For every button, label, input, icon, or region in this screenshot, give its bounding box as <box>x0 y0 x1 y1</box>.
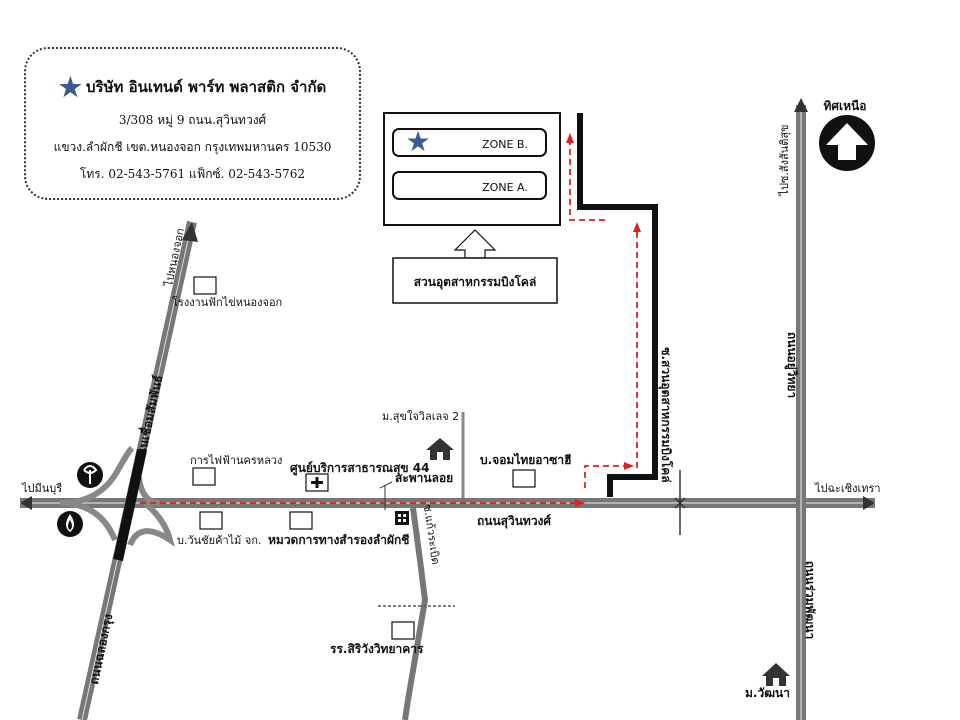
estate-label: สวนอุตสาหกรรมบิงโคล่ <box>414 274 537 290</box>
electricity-box <box>192 467 216 486</box>
landmark-village-watana: ม.วัฒนา <box>745 686 790 700</box>
north-label: ทิศเหนือ <box>824 99 867 113</box>
road-chalong-krung-label: ถนนฉลองกรุง <box>87 612 117 686</box>
soi-estate-road <box>577 113 658 497</box>
highway-dept-box <box>289 511 313 530</box>
company-contact: โทร. 02-543-5761 แฟ็กซ์. 02-543-5762 <box>79 167 306 181</box>
wanchai-box <box>199 511 223 530</box>
bridge-pointer <box>379 481 393 489</box>
bridge-mark <box>674 470 686 535</box>
company-address-2: แขวง.ลำผักชี เขต.หนองจอก กรุงเทพมหานคร 1… <box>53 140 332 154</box>
slaughterhouse-box <box>193 276 217 295</box>
road-soi-kaeo-label: ซ.แก้วระเบิด <box>421 504 442 566</box>
road-ho-chi-minh-label: ถนนอยู่วิทยา <box>784 332 799 398</box>
company-name: บริษัท อินเทนด์ พาร์ท พลาสติก จำกัด <box>86 78 327 96</box>
soi-kaeo-road <box>378 507 455 720</box>
landmark-service-center: ศูนย์บริการสาธารณสุข 44 <box>290 461 429 476</box>
north-indicator: ทิศเหนือ <box>819 99 875 171</box>
fuel-drop-icon <box>57 511 83 537</box>
road-suwinthawong-label: ถนนสุวินทวงศ์ <box>477 514 551 529</box>
landmark-village-suk: ม.สุขใจวิลเลจ 2 <box>382 410 459 423</box>
arrow-up-icon <box>794 98 808 112</box>
company-address-1: 3/308 หมู่ 9 ถนน.สุวินทวงศ์ <box>118 113 267 127</box>
road-ruamphatthana-label: ถนนร่วมพัฒนา <box>803 561 817 639</box>
house-icon <box>762 663 790 686</box>
estate-callout: สวนอุตสาหกรรมบิงโคล่ <box>392 229 558 304</box>
landmark-highway-dept: หมวดการทางสำรองลำผักชี <box>268 533 409 547</box>
road-chueam-samphan-label: ถนนเชื่อมสัมพันธ์ <box>131 373 165 464</box>
diagonal-road <box>77 220 198 720</box>
landmark-wanchai: บ.วันชัยค้าไม้ จก. <box>177 534 262 547</box>
zone-a-box <box>392 171 547 200</box>
company-info-box: ★บริษัท อินเทนด์ พาร์ท พลาสติก จำกัด 3/3… <box>24 47 361 200</box>
zone-area: ★ ZONE B. ZONE A. <box>383 112 561 226</box>
arrow-right-icon <box>863 496 875 510</box>
fuel-station-icon <box>77 462 103 488</box>
up-arrow-icon <box>453 229 497 259</box>
landmark-school: รร.สิริวังวิทยาคาร <box>330 642 424 656</box>
right-vertical-road <box>794 98 808 720</box>
star-icon: ★ <box>405 125 430 158</box>
arrow-left-icon <box>20 496 32 510</box>
building-icon <box>395 511 409 525</box>
direction-minburi: ไปมีนบุรี <box>21 482 62 495</box>
house-icon <box>426 438 454 460</box>
landmark-electricity: การไฟฟ้านครหลวง <box>190 454 282 467</box>
zone-b-box <box>392 128 547 157</box>
landmark-boxes <box>192 276 536 640</box>
zone-b-label: ZONE B. <box>482 138 528 151</box>
direction-chachoengsao: ไปฉะเชิงเทรา <box>814 482 881 495</box>
star-icon: ★ <box>58 73 82 103</box>
jom-thai-box <box>512 469 536 488</box>
arrow-up-icon <box>182 222 198 242</box>
direction-sam-khok: ไปซ.สังสันติสุข <box>778 124 791 196</box>
medical-cross-icon <box>305 473 329 492</box>
road-soi-estate-label: ซ.สวนอุตสาหกรรมบิงโคล่ <box>658 347 674 482</box>
landmark-slaughterhouse: โรงงานฟักไข่หนองจอก <box>172 295 282 309</box>
landmark-jom-thai: บ.จอมไทยอาซาฮี <box>480 452 571 467</box>
zone-a-label: ZONE A. <box>482 181 528 194</box>
school-box <box>391 621 415 640</box>
landmark-bridge: สะพานลอย <box>395 471 453 485</box>
